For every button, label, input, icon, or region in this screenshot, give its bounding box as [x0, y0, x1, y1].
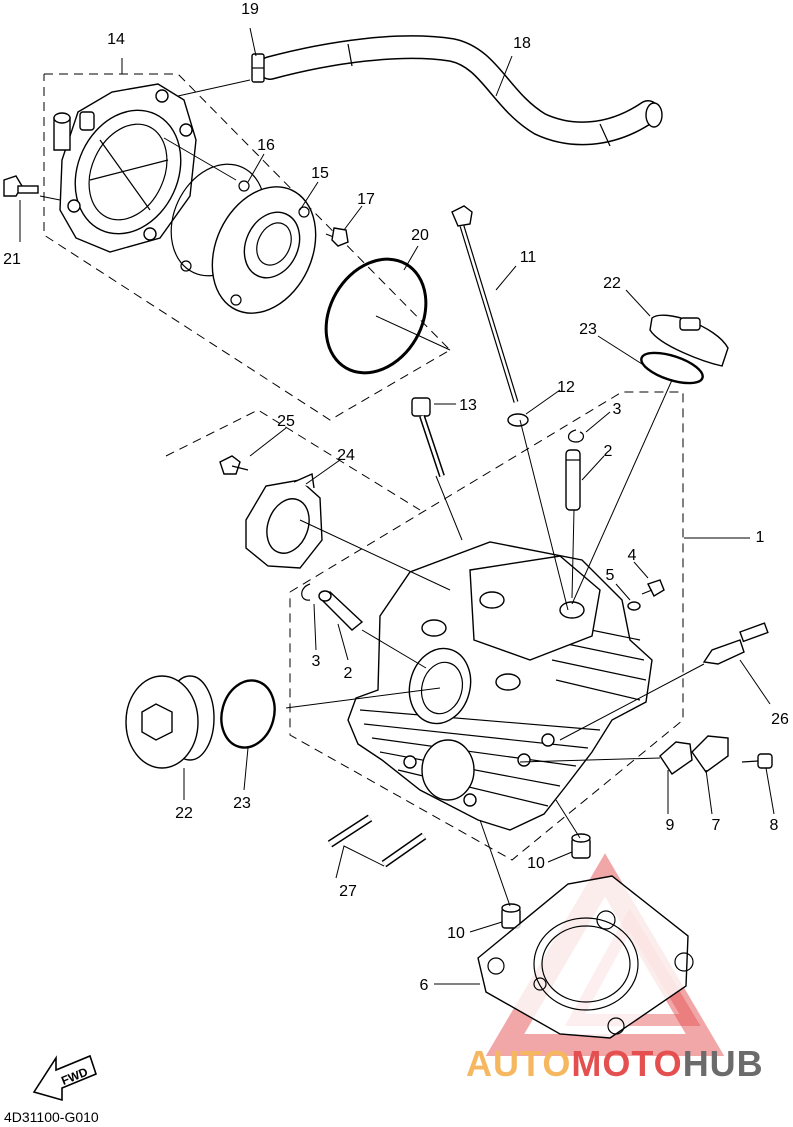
plug-bolt — [641, 579, 665, 597]
bracket-plate — [691, 735, 729, 773]
bracket-bolt — [741, 753, 773, 769]
spark-plug — [702, 622, 769, 665]
callout-25: 25 — [277, 413, 295, 430]
callout-24: 24 — [337, 447, 355, 464]
callout-7: 7 — [712, 817, 721, 834]
head-gasket — [477, 875, 694, 1039]
callout-23-lower: 23 — [233, 795, 251, 812]
callout-labels: 14 19 18 16 15 17 21 20 11 22 23 12 13 3… — [3, 1, 789, 994]
assembly-boundary-main — [289, 391, 684, 861]
callout-9: 9 — [666, 817, 675, 834]
callout-10-upper: 10 — [527, 855, 545, 872]
diagram-code: 4D31100-G010 — [4, 1109, 99, 1125]
callout-19: 19 — [241, 1, 259, 18]
head-bolt — [411, 397, 445, 477]
forward-arrow: FWD — [32, 1054, 97, 1102]
callout-1: 1 — [756, 529, 765, 546]
breather-hose — [258, 35, 663, 147]
callout-22-lower: 22 — [175, 805, 193, 822]
callout-12: 12 — [557, 379, 575, 396]
watermark-moto: MOTO — [571, 1043, 682, 1084]
hose-clip — [251, 53, 265, 83]
callout-27: 27 — [339, 883, 357, 900]
callout-5: 5 — [606, 567, 615, 584]
long-stud-bolt — [451, 205, 519, 403]
leader-lines — [19, 27, 775, 985]
callout-16: 16 — [257, 137, 275, 154]
large-o-ring — [324, 257, 428, 375]
callout-2-lower: 2 — [344, 665, 353, 682]
side-cover-housing — [53, 83, 197, 253]
stud-washer — [507, 413, 529, 427]
exhaust-studs — [327, 814, 427, 868]
bolt-washer — [627, 601, 641, 611]
gasket-bolt — [219, 455, 249, 475]
cover-plate — [211, 186, 317, 314]
callout-23-upper: 23 — [579, 321, 597, 338]
upper-valve-guide — [565, 449, 581, 511]
lower-plug-cap — [125, 675, 215, 769]
cover-bolt — [3, 175, 39, 197]
callout-11: 11 — [520, 249, 537, 266]
upper-o-ring — [640, 351, 704, 385]
callout-14: 14 — [107, 31, 125, 48]
callout-22-upper: 22 — [603, 275, 621, 292]
watermark-text: AUTOMOTOHUB — [466, 1043, 764, 1084]
callout-6: 6 — [420, 977, 429, 994]
callout-26: 26 — [771, 711, 789, 728]
cylinder-head — [347, 541, 653, 831]
intake-gasket — [245, 472, 323, 569]
callout-17: 17 — [357, 191, 375, 208]
bracket-gasket — [659, 741, 693, 775]
callout-21: 21 — [3, 251, 21, 268]
lower-o-ring — [220, 679, 276, 749]
callout-4: 4 — [628, 547, 637, 564]
callout-10-lower: 10 — [447, 925, 465, 942]
upper-valve-clip — [567, 429, 585, 443]
callout-13: 13 — [459, 397, 477, 414]
callout-15: 15 — [311, 165, 329, 182]
watermark-hub: HUB — [683, 1043, 764, 1084]
upper-plug-cap — [649, 314, 729, 367]
assembly-boundary-top — [43, 73, 451, 421]
callout-8: 8 — [770, 817, 779, 834]
callout-3-upper: 3 — [613, 401, 622, 418]
lower-valve-clip — [301, 583, 311, 601]
callout-18: 18 — [513, 35, 531, 52]
dowel-pin-lower — [501, 903, 521, 929]
callout-3-lower: 3 — [312, 653, 321, 670]
plate-bolt — [325, 227, 349, 247]
dowel-pin-upper — [571, 833, 591, 859]
callout-2-upper: 2 — [604, 443, 613, 460]
watermark-auto: AUTO — [466, 1043, 571, 1084]
lower-valve-guide — [318, 590, 364, 631]
assembly-boundary-lower-left — [165, 409, 421, 511]
callout-20: 20 — [411, 227, 429, 244]
